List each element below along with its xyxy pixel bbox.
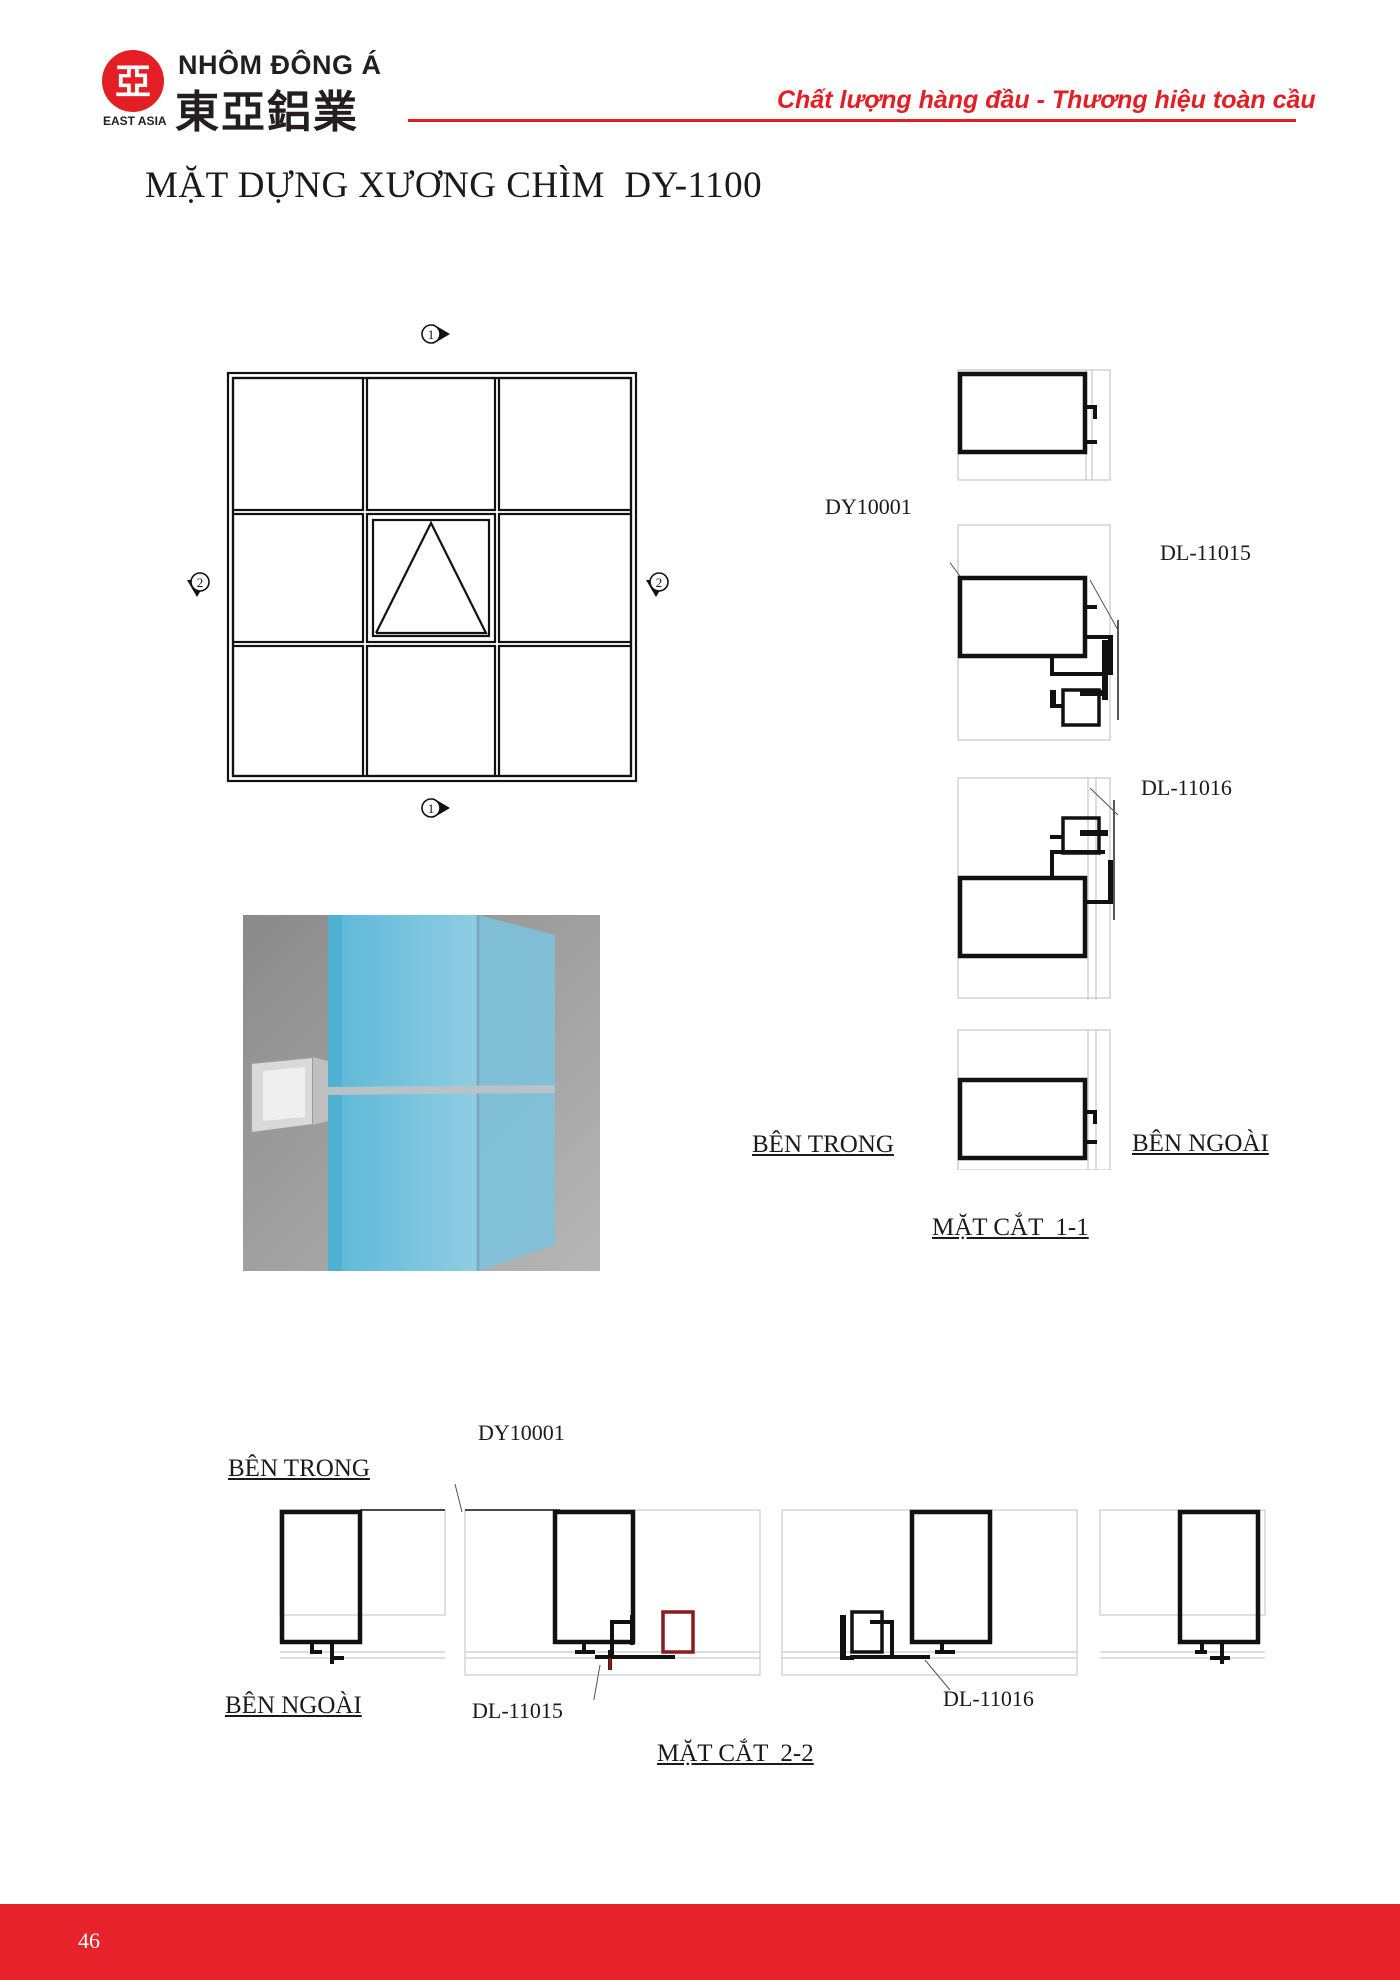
panel-r2c3 bbox=[497, 512, 633, 644]
transom-profile-mid bbox=[957, 575, 1088, 659]
outer-frame-outer bbox=[226, 371, 638, 783]
leader-dy10001-s2 bbox=[454, 1483, 463, 1513]
panel-r3c2 bbox=[365, 644, 497, 778]
outer-frame-inner bbox=[231, 376, 633, 778]
transom-profile-top bbox=[957, 371, 1088, 455]
mullion-profile-4 bbox=[1177, 1509, 1261, 1645]
page-title: MẶT DỰNG XƯƠNG CHÌM DY-1100 bbox=[145, 165, 763, 206]
brand-name-english: EAST ASIA bbox=[103, 114, 167, 128]
section-marker-left: 2 bbox=[187, 572, 210, 597]
section-marker-right: 2 bbox=[646, 572, 669, 597]
sash-profile-lower bbox=[1061, 688, 1101, 727]
panel-r1c1 bbox=[231, 376, 365, 512]
brand-name-vietnamese: NHÔM ĐÔNG Á bbox=[178, 50, 382, 80]
mullion-profile-3 bbox=[909, 1509, 993, 1645]
logo-glyph: 亞 bbox=[115, 62, 151, 103]
label-dl11016-s1: DL-11016 bbox=[1141, 775, 1232, 800]
panel-r2c1 bbox=[231, 512, 365, 644]
elevation-drawing: 1 1 2 2 bbox=[187, 324, 669, 818]
label-dl11015-s1: DL-11015 bbox=[1160, 540, 1251, 565]
label-dl11016-s2: DL-11016 bbox=[943, 1686, 1034, 1711]
panel-r3c3 bbox=[497, 644, 633, 778]
panel-r1c3 bbox=[497, 376, 633, 512]
footer-bar bbox=[0, 1904, 1400, 1980]
svg-text:1: 1 bbox=[428, 801, 435, 816]
leader-dl11016-s2 bbox=[924, 1659, 951, 1691]
svg-text:2: 2 bbox=[656, 575, 663, 590]
label-inside-s2: BÊN TRONG bbox=[228, 1455, 370, 1482]
slogan: Chất lượng hàng đầu - Thương hiệu toàn c… bbox=[777, 86, 1316, 114]
leader-dl11015-s2 bbox=[593, 1664, 601, 1700]
panel-r2c2-sash bbox=[365, 512, 497, 644]
panel-r1c2 bbox=[365, 376, 497, 512]
sash-profile-right bbox=[850, 1610, 884, 1654]
page-number: 46 bbox=[78, 1928, 100, 1953]
label-dy10001-s1: DY10001 bbox=[825, 494, 912, 519]
transom-profile-lower bbox=[957, 875, 1088, 959]
sash-profile-left bbox=[661, 1610, 695, 1654]
brand-name-chinese: 東亞鋁業 bbox=[175, 87, 359, 138]
svg-text:1: 1 bbox=[428, 327, 435, 342]
label-dl11015-s2: DL-11015 bbox=[472, 1698, 563, 1723]
label-dy10001-s2: DY10001 bbox=[478, 1420, 565, 1445]
mullion-profile-1 bbox=[279, 1509, 363, 1645]
svg-text:2: 2 bbox=[197, 575, 204, 590]
section-1-1-drawing bbox=[950, 369, 1119, 1170]
section-marker-top: 1 bbox=[421, 324, 450, 344]
mullion-profile-2 bbox=[552, 1509, 636, 1645]
opening-indicator bbox=[375, 520, 488, 635]
window-sash bbox=[371, 518, 491, 638]
caption-section-1-1: MẶT CẮT 1-1 bbox=[932, 1214, 1089, 1241]
leader-dy10001 bbox=[950, 561, 961, 577]
brand-logo: 亞 bbox=[100, 48, 166, 114]
label-outside-s2: BÊN NGOÀI bbox=[225, 1692, 362, 1719]
header-rule bbox=[408, 119, 1296, 122]
section-marker-bottom: 1 bbox=[421, 798, 450, 818]
label-outside-s1: BÊN NGOÀI bbox=[1132, 1130, 1269, 1157]
sash-profile-upper bbox=[1061, 816, 1101, 855]
product-render-image bbox=[243, 915, 600, 1271]
leader-dl11016 bbox=[1089, 787, 1119, 816]
caption-section-2-2: MẶT CẮT 2-2 bbox=[657, 1740, 814, 1767]
section-2-2-drawing bbox=[279, 1483, 1266, 1700]
leader-dl11015 bbox=[1089, 579, 1119, 631]
panel-r3c1 bbox=[231, 644, 365, 778]
transom-profile-bottom bbox=[957, 1077, 1088, 1161]
label-inside-s1: BÊN TRONG bbox=[752, 1131, 894, 1158]
